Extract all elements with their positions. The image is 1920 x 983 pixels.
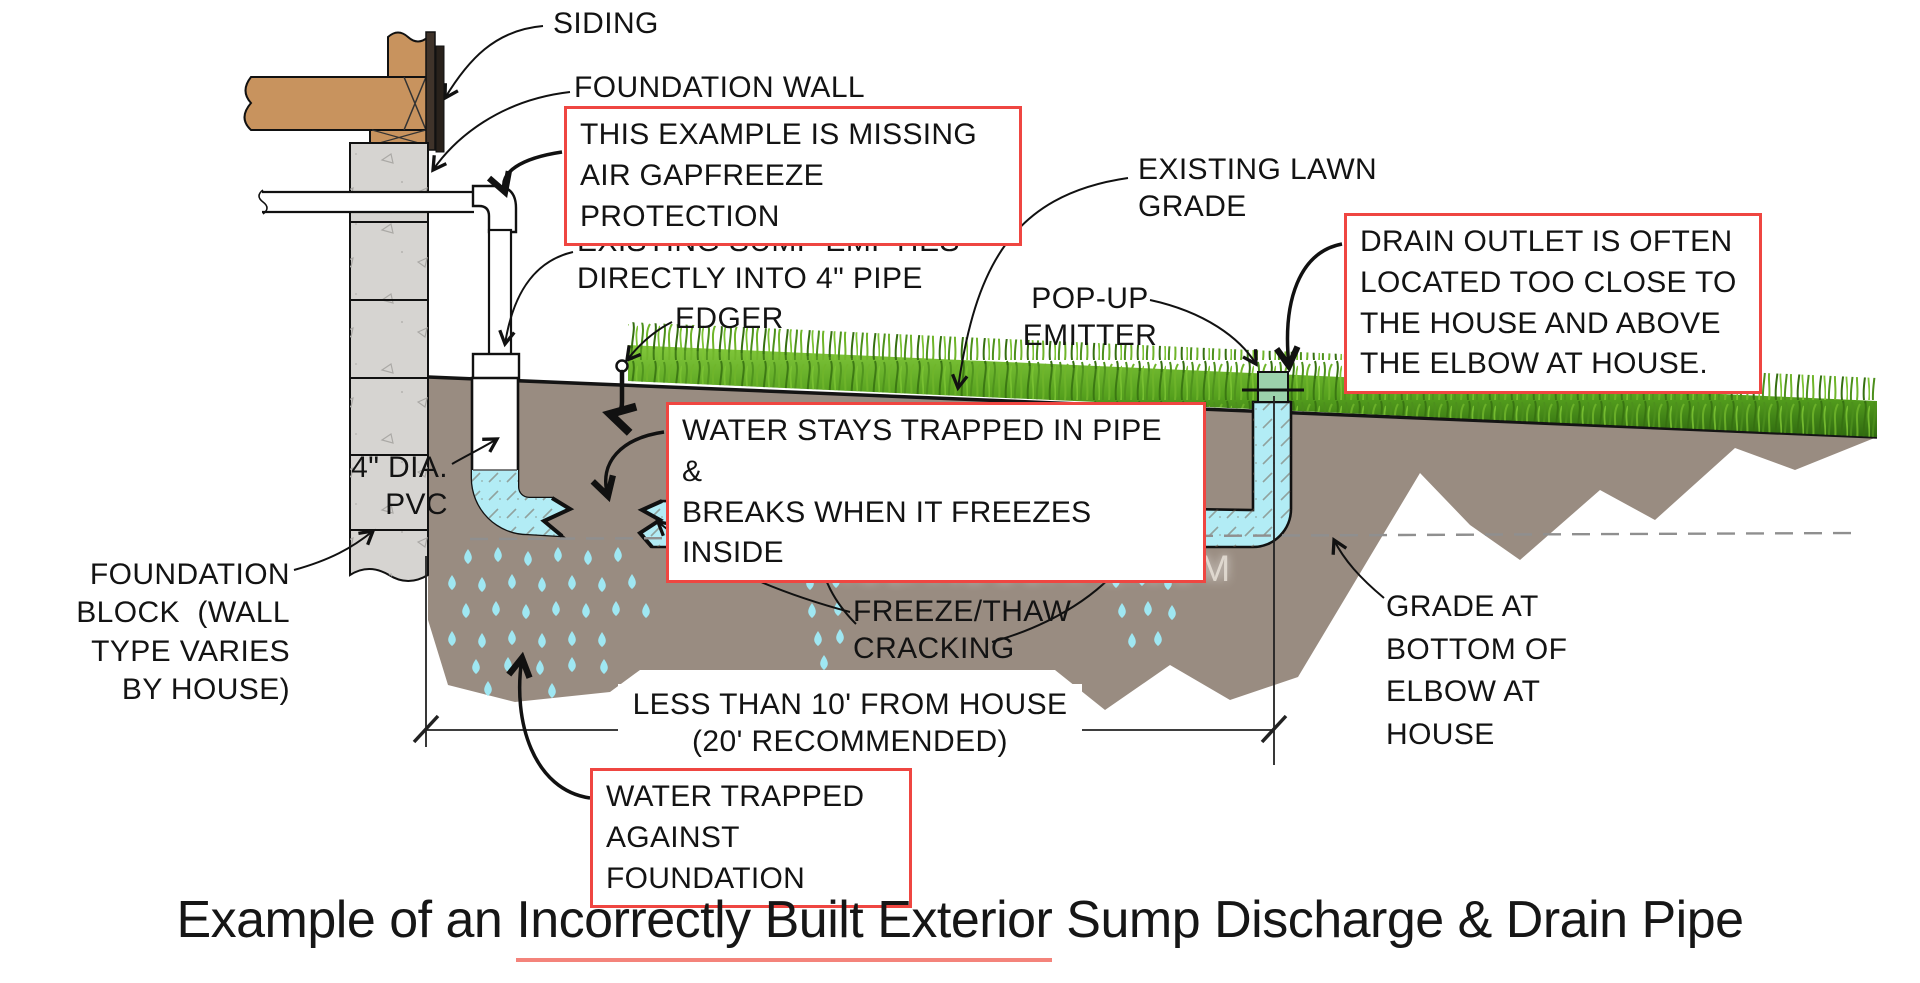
edger-arrow: [624, 321, 673, 363]
title-prefix: Example of an: [176, 891, 517, 949]
dimension-tick: [1260, 714, 1288, 744]
label-grade-at-bottom: GRADE AT BOTTOM OF ELBOW AT HOUSE: [1386, 590, 1568, 751]
callout-water-trapped-pipe: WATER STAYS TRAPPED IN PIPE & BREAKS WHE…: [666, 402, 1206, 584]
label-freeze-thaw: FREEZE/THAW CRACKING: [853, 595, 1072, 665]
foundation-block-arrow: [293, 528, 376, 571]
callout-drain-outlet: DRAIN OUTLET IS OFTEN LOCATED TOO CLOSE …: [1344, 213, 1762, 395]
pipe-coupling: [471, 352, 521, 382]
water-trapped-arrow: [506, 651, 591, 800]
title-suffix: Sump Discharge & Drain Pipe: [1052, 891, 1744, 949]
page-title: Example of an Incorrectly Built Exterior…: [0, 890, 1920, 962]
callout-water-trapped-foundation: WATER TRAPPED AGAINST FOUNDATION: [590, 768, 912, 909]
siding-arrow: [443, 25, 544, 101]
label-siding: SIDING: [553, 7, 659, 40]
label-foundation-wall: FOUNDATION WALL: [574, 71, 866, 104]
water-stays-arrow: [590, 430, 665, 503]
wood-framing: [243, 31, 429, 146]
missing-air-gap-arrow: [486, 150, 563, 198]
label-popup-emitter: POP-UP EMITTER: [1022, 282, 1158, 352]
siding-boards: [425, 31, 445, 153]
label-pvc-diameter: 4" DIA. PVC: [351, 451, 448, 521]
label-existing-lawn-grade: EXISTING LAWN GRADE: [1138, 153, 1378, 223]
pvc-arrow: [451, 437, 500, 465]
callout-missing-air-gap: THIS EXAMPLE IS MISSING AIR GAPFREEZE PR…: [564, 106, 1022, 247]
drain-outlet-arrow: [1274, 242, 1343, 373]
pop-up-emitter: [1242, 371, 1304, 403]
drain-pipe-house-side: [470, 376, 575, 538]
dimension-tick: [412, 714, 440, 744]
sump-empties-arrow: [498, 251, 574, 348]
label-distance-note: LESS THAN 10' FROM HOUSE (20' RECOMMENDE…: [618, 684, 1082, 764]
pipe-elbow-at-wall: [471, 184, 518, 234]
pipe-break-crack: [540, 496, 575, 538]
foundation-wall-arrow: [431, 91, 571, 173]
title-underlined-part: Incorrectly Built Exterior: [516, 891, 1053, 962]
grade-bottom-arrow: [1331, 537, 1385, 599]
foundation-wall: [349, 142, 429, 582]
popup-emitter-arrow: [1149, 299, 1258, 367]
label-foundation-block: FOUNDATION BLOCK (WALL TYPE VARIES BY HO…: [76, 558, 290, 707]
edger-symbol: [602, 359, 638, 436]
label-edger: EDGER: [675, 302, 784, 335]
